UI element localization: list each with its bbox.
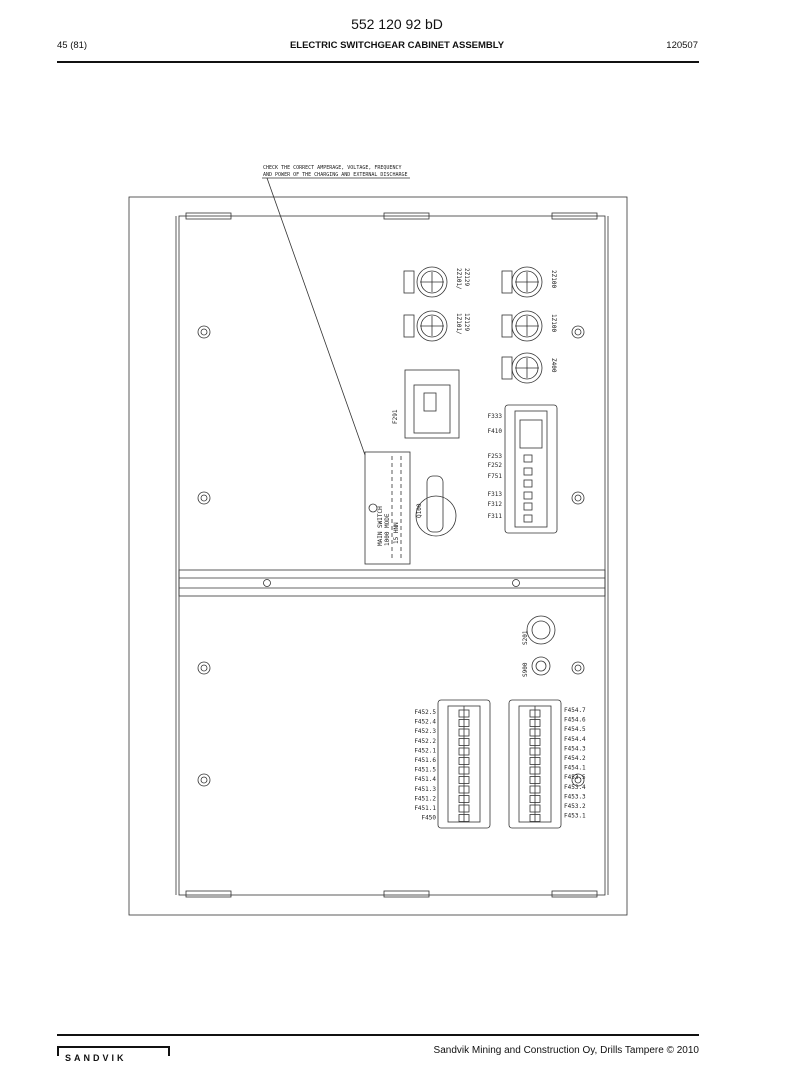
right-fuse-cell-10 — [529, 804, 541, 813]
left-fuse-label-5: F451.6 — [414, 757, 436, 764]
right-fuse-label-8: F453.4 — [564, 784, 586, 791]
top-hinges — [185, 212, 598, 220]
s201-button — [526, 615, 556, 645]
document-code: 120507 — [666, 40, 698, 51]
upper-fuse-block — [504, 404, 558, 534]
main-switch-label-2: 1000 MODE — [384, 513, 391, 546]
logo-text: SANDVIK — [65, 1053, 127, 1063]
left-fuse-label-4: F452.1 — [414, 747, 436, 754]
right-fuse-cell-3 — [529, 738, 541, 746]
left-fuse-label-11: F450 — [422, 815, 437, 822]
main-switch-label-1: MAIN SWITCH — [377, 506, 384, 546]
left-fuse-cell-6 — [458, 766, 470, 775]
note-text-1: CHECK THE CORRECT AMPERAGE, VOLTAGE, FRE… — [263, 165, 401, 171]
right-fuse-cell-0 — [529, 709, 541, 718]
breaker-label-z400: Z400 — [550, 358, 557, 373]
upper-fuse-label-0: F333 — [488, 413, 503, 420]
footer-rule — [57, 1034, 699, 1036]
breaker-label-1z100: 1Z100 — [550, 314, 557, 332]
left-fuse-label-2: F452.3 — [414, 728, 436, 735]
upper-fuse-label-1: F410 — [488, 428, 503, 435]
left-fuse-cell-11 — [458, 814, 470, 822]
right-fuse-cell-7 — [529, 776, 541, 784]
f291-device — [404, 369, 460, 439]
q100-switch — [415, 475, 457, 537]
cabinet-outline — [128, 196, 628, 916]
left-fuse-label-10: F451.1 — [414, 805, 436, 812]
left-fuse-cell-0 — [458, 709, 470, 718]
panel-bolts — [197, 325, 585, 787]
left-fuse-cell-8 — [458, 785, 470, 794]
breaker-label-2z100: 2Z100 — [550, 270, 557, 288]
sandvik-logo: SANDVIK — [57, 1046, 170, 1063]
left-fuse-label-9: F451.2 — [414, 795, 436, 802]
right-fuse-label-7: F453.5 — [564, 774, 586, 781]
footer-copyright: Sandvik Mining and Construction Oy, Dril… — [433, 1045, 699, 1056]
right-fuse-cell-6 — [529, 766, 541, 775]
s201-label: S201 — [522, 630, 529, 645]
right-fuse-label-3: F454.4 — [564, 736, 586, 743]
right-fuse-label-11: F453.1 — [564, 813, 586, 820]
left-fuse-cell-4 — [458, 747, 470, 756]
breaker-label-2z101: 2Z101/ — [455, 268, 462, 290]
right-fuse-label-5: F454.2 — [564, 755, 586, 762]
right-fuse-cell-1 — [529, 719, 541, 727]
right-fuse-label-0: F454.7 — [564, 707, 586, 714]
right-fuse-label-2: F454.5 — [564, 726, 586, 733]
left-fuse-label-0: F452.5 — [414, 709, 436, 716]
left-fuse-label-1: F452.4 — [414, 719, 436, 726]
left-fuse-cell-5 — [458, 757, 470, 765]
page-title: ELECTRIC SWITCHGEAR CABINET ASSEMBLY — [289, 40, 505, 51]
left-fuse-label-6: F451.5 — [414, 767, 436, 774]
right-fuse-cell-11 — [529, 814, 541, 822]
upper-fuse-label-7: F311 — [488, 513, 503, 520]
right-fuse-cell-2 — [529, 728, 541, 737]
right-fuse-label-10: F453.2 — [564, 803, 586, 810]
divider-rail — [178, 569, 606, 597]
upper-fuse-label-2: F253 — [488, 453, 503, 460]
right-fuse-label-6: F454.1 — [564, 765, 586, 772]
right-fuse-label-9: F453.3 — [564, 793, 586, 800]
f291-label: F291 — [392, 409, 399, 424]
page-number: 45 (81) — [57, 40, 88, 51]
right-fuse-cell-9 — [529, 795, 541, 803]
breaker-label-2z129: 2Z129 — [463, 268, 470, 286]
left-fuse-cell-3 — [458, 738, 470, 746]
upper-fuse-label-6: F312 — [488, 501, 503, 508]
left-fuse-label-8: F451.3 — [414, 786, 436, 793]
q100-label: Q100 — [416, 503, 423, 518]
s900-label: S900 — [522, 662, 529, 677]
left-fuse-cell-7 — [458, 776, 470, 784]
right-fuse-cell-5 — [529, 757, 541, 765]
upper-fuse-label-5: F313 — [488, 491, 503, 498]
upper-fuse-label-3: F252 — [488, 462, 503, 469]
breaker-label-1z129: 1Z129 — [463, 313, 470, 331]
s900-button — [531, 656, 551, 676]
left-fuse-cell-10 — [458, 804, 470, 813]
circuit-breakers — [403, 266, 543, 384]
main-switch-label-3: 15 HNN — [393, 522, 400, 544]
upper-fuse-label-4: F751 — [488, 473, 503, 480]
right-fuse-cell-4 — [529, 747, 541, 756]
left-fuse-cell-2 — [458, 728, 470, 737]
left-fuse-label-7: F451.4 — [414, 776, 436, 783]
right-fuse-label-1: F454.6 — [564, 717, 586, 724]
bottom-hinges — [185, 890, 598, 898]
left-fuse-label-3: F452.2 — [414, 738, 436, 745]
right-fuse-cell-8 — [529, 785, 541, 794]
left-fuse-cell-1 — [458, 719, 470, 727]
left-fuse-cell-9 — [458, 795, 470, 803]
main-switch-plate — [364, 451, 411, 565]
lower-left-fuse-block — [437, 699, 491, 829]
note-text-2: AND POWER OF THE CHARGING AND EXTERNAL D… — [263, 172, 408, 178]
document-number: 552 120 92 bD — [351, 16, 443, 32]
header-rule — [57, 61, 699, 63]
breaker-label-1z101: 1Z101/ — [455, 313, 462, 335]
right-fuse-label-4: F454.3 — [564, 745, 586, 752]
